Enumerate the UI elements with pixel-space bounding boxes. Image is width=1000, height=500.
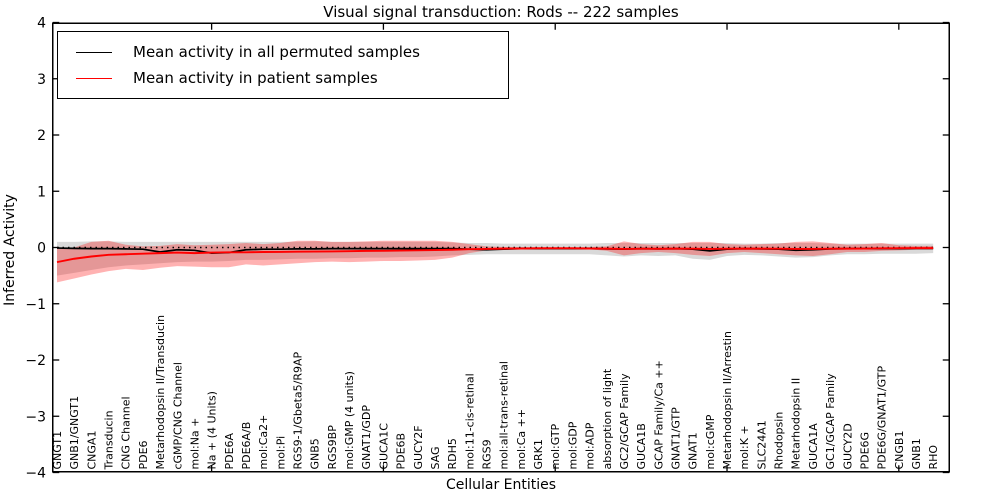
x-category-label: mol:Ca2+ bbox=[257, 415, 270, 470]
x-category-label: RGS9-1/Gbeta5/R9AP bbox=[292, 351, 305, 469]
y-tick-label: −3 bbox=[25, 409, 46, 425]
x-category-label: Metarhodopsin II bbox=[790, 378, 803, 470]
x-category-label: GCAP Family/Ca ++ bbox=[652, 360, 665, 469]
x-category-label: GNGT1 bbox=[51, 431, 64, 470]
y-tick-label: −2 bbox=[25, 353, 46, 369]
legend-label-patient: Mean activity in patient samples bbox=[133, 69, 378, 87]
y-tick-label: 2 bbox=[37, 128, 46, 144]
x-category-label: mol:all-trans-retinal bbox=[498, 361, 511, 469]
x-category-label: absorption of light bbox=[601, 368, 614, 469]
x-category-label: GNAT1 bbox=[687, 432, 700, 469]
legend-item-permuted: Mean activity in all permuted samples bbox=[76, 39, 508, 65]
x-category-label: mol:Ca ++ bbox=[515, 409, 528, 470]
x-category-label: GNAT1/GTP bbox=[669, 407, 682, 470]
x-category-label: GUCA1A bbox=[807, 423, 820, 470]
x-category-label: PDE6G bbox=[858, 432, 871, 470]
x-category-label: SAG bbox=[429, 446, 442, 469]
legend-line-patient-icon bbox=[76, 77, 112, 79]
x-category-label: Metarhodopsin II/Transducin bbox=[154, 315, 167, 470]
x-category-label: mol:GTP bbox=[549, 423, 562, 469]
y-tick-label: 1 bbox=[37, 184, 46, 200]
x-category-label: RGS9BP bbox=[326, 425, 339, 470]
y-tick-label: −1 bbox=[25, 297, 46, 313]
x-category-label: mol:GDP bbox=[566, 421, 579, 469]
chart-title: Visual signal transduction: Rods -- 222 … bbox=[323, 3, 679, 21]
x-category-label: GNB1/GNGT1 bbox=[68, 396, 81, 470]
legend: Mean activity in all permuted samples Me… bbox=[57, 31, 509, 99]
x-category-label: PDE6B bbox=[395, 433, 408, 470]
x-category-label: Na + (4 Units) bbox=[206, 391, 219, 469]
x-category-label: CNGB1 bbox=[893, 431, 906, 470]
x-category-label: PDE6A/B bbox=[240, 422, 253, 470]
x-category-label: PDE6 bbox=[137, 440, 150, 469]
x-category-label: PDE6A bbox=[223, 432, 236, 469]
y-tick-label: 4 bbox=[37, 16, 46, 32]
patient-std-band bbox=[57, 240, 934, 283]
x-category-label: mol:ADP bbox=[584, 422, 597, 469]
x-category-label: mol:cGMP bbox=[704, 414, 717, 469]
x-category-label: mol:K + bbox=[738, 425, 751, 469]
x-category-label: GUCA1B bbox=[635, 423, 648, 469]
x-category-label: RHO bbox=[927, 445, 940, 470]
x-category-label: mol:Pi bbox=[274, 436, 287, 470]
x-category-label: GUCY2F bbox=[412, 425, 425, 469]
legend-line-permuted-icon bbox=[76, 51, 112, 53]
x-category-label: mol:Na + bbox=[188, 418, 201, 470]
x-category-label: PDE6G/GNAT1/GTP bbox=[876, 366, 889, 470]
x-category-label: Metarhodopsin II/Arrestin bbox=[721, 331, 734, 469]
x-category-label: mol:GMP (4 units) bbox=[343, 371, 356, 469]
x-category-label: CNGA1 bbox=[85, 431, 98, 470]
x-category-label: GUCY2D bbox=[841, 423, 854, 469]
x-axis-label: Cellular Entities bbox=[445, 477, 557, 493]
x-category-label: CNG Channel bbox=[120, 396, 133, 469]
legend-item-patient: Mean activity in patient samples bbox=[76, 65, 508, 91]
legend-label-permuted: Mean activity in all permuted samples bbox=[133, 43, 420, 61]
x-category-label: GNB1 bbox=[910, 438, 923, 469]
y-tick-label: 0 bbox=[37, 241, 46, 257]
x-category-label: GRK1 bbox=[532, 439, 545, 469]
x-category-label: cGMP/CNG Channel bbox=[171, 362, 184, 470]
patient-mean-line bbox=[56, 247, 934, 264]
x-category-label: GNAT1/GDP bbox=[360, 405, 373, 470]
y-tick-label: −4 bbox=[25, 466, 46, 482]
x-category-label: GC1/GCAP Family bbox=[824, 373, 837, 470]
x-category-label: GUCA1C bbox=[377, 423, 390, 470]
x-category-label: RGS9 bbox=[481, 439, 494, 469]
y-tick-label: 3 bbox=[37, 72, 46, 88]
x-category-label: GC2/GCAP Family bbox=[618, 373, 631, 470]
x-category-label: SLC24A1 bbox=[755, 420, 768, 469]
x-category-label: RDH5 bbox=[446, 438, 459, 469]
x-category-label: GNB5 bbox=[309, 438, 322, 469]
x-category-label: Rhodopsin bbox=[773, 412, 786, 470]
x-category-label: mol:11-cis-retinal bbox=[463, 373, 476, 469]
x-category-label: Transducin bbox=[103, 410, 116, 470]
